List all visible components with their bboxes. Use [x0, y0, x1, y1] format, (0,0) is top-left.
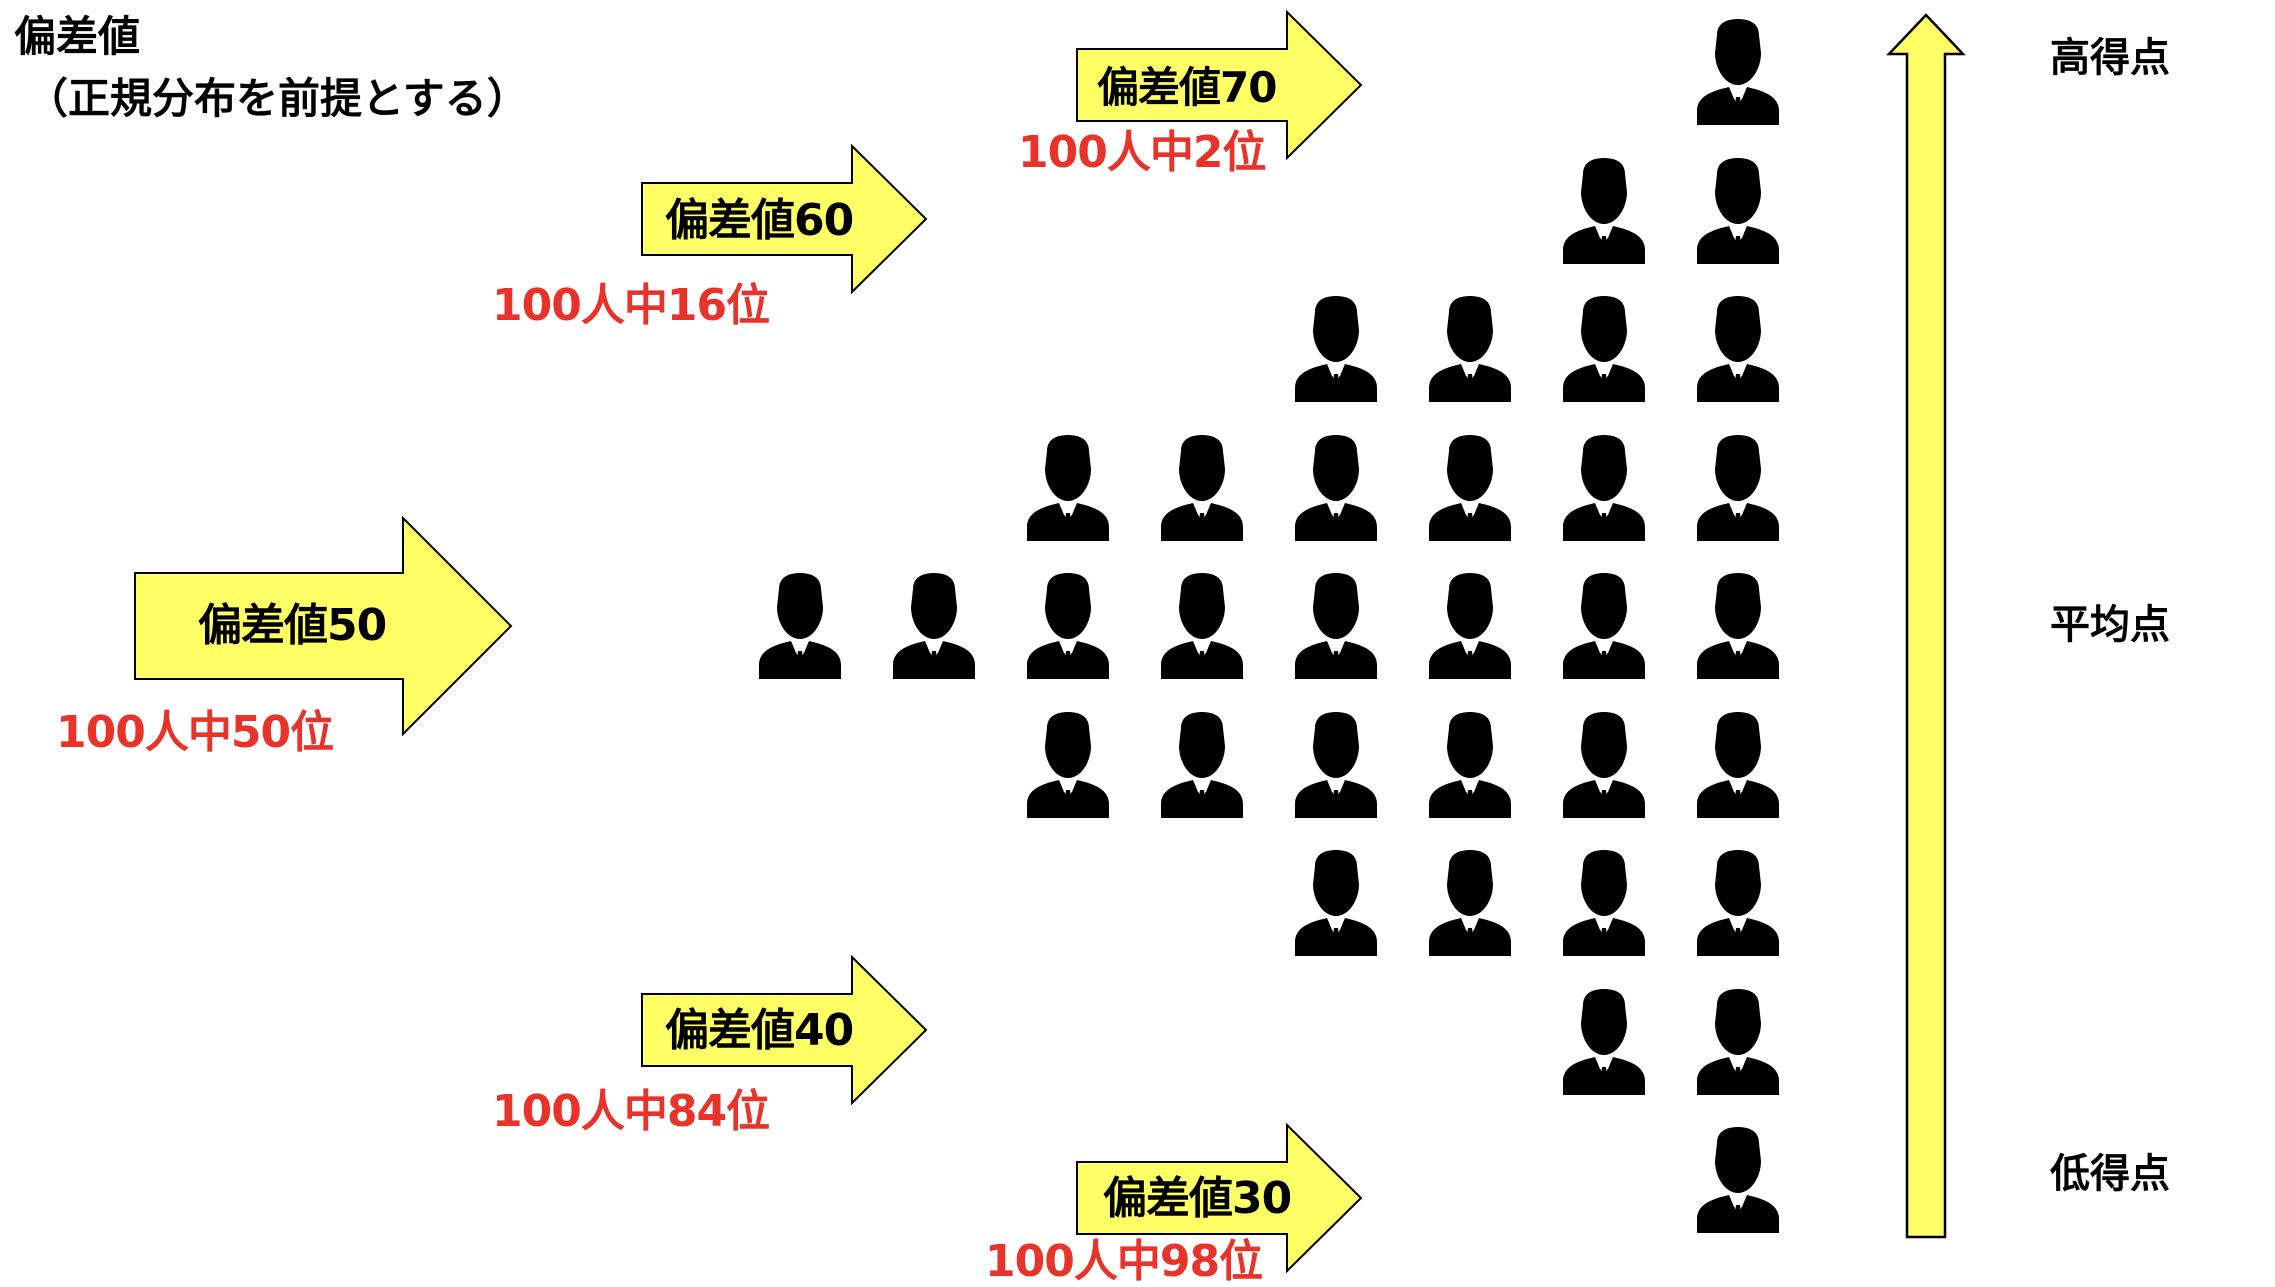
arrow-deviation-70: 偏差値70: [1075, 10, 1365, 160]
deviation-label-70: 偏差値70: [1097, 63, 1277, 112]
person-icon: [1561, 711, 1647, 818]
person-icon: [1293, 850, 1379, 956]
person-icon: [1427, 573, 1513, 679]
rank-label-60: 100人中16位: [492, 280, 770, 331]
person-icon: [1427, 850, 1513, 956]
person-icon: [1561, 850, 1647, 956]
rank-label-50: 100人中50位: [56, 707, 334, 758]
label-mean-score: 平均点: [2050, 602, 2170, 648]
person-icon: [1025, 434, 1111, 541]
person-icon: [1695, 711, 1781, 818]
person-icon: [1695, 850, 1781, 956]
arrow-deviation-60: 偏差値60: [640, 144, 930, 294]
arrow-deviation-30: 偏差値30: [1075, 1123, 1365, 1273]
page-subtitle: （正規分布を前提とする）: [26, 74, 529, 123]
person-icon: [1025, 573, 1111, 679]
person-icon: [1695, 19, 1781, 125]
rank-label-70: 100人中2位: [1018, 127, 1266, 178]
person-icon: [1695, 434, 1781, 541]
person-icon: [1695, 296, 1781, 402]
person-icon: [1159, 573, 1245, 679]
person-icon: [1561, 157, 1647, 264]
label-low-score: 低得点: [2050, 1151, 2170, 1197]
person-icon: [1695, 573, 1781, 679]
deviation-label-30: 偏差値30: [1103, 1173, 1292, 1224]
person-icon: [1561, 296, 1647, 402]
person-icon: [1561, 988, 1647, 1095]
deviation-label-60: 偏差値60: [665, 195, 854, 246]
arrow-deviation-40: 偏差値40: [640, 955, 930, 1105]
arrow-deviation-50: 偏差値50: [133, 516, 515, 736]
person-icon: [1695, 157, 1781, 264]
deviation-label-50: 偏差値50: [198, 600, 387, 651]
person-icon: [1561, 573, 1647, 679]
person-icon: [1293, 296, 1379, 402]
person-icon: [1427, 711, 1513, 818]
person-icon: [1293, 711, 1379, 818]
rank-label-30: 100人中98位: [985, 1236, 1263, 1287]
page-title: 偏差値: [14, 12, 141, 61]
person-icon: [1695, 1127, 1781, 1233]
up-arrow: [1886, 12, 1966, 1246]
rank-label-40: 100人中84位: [492, 1086, 770, 1137]
person-icon: [1293, 434, 1379, 541]
person-icon: [1427, 434, 1513, 541]
deviation-label-40: 偏差値40: [665, 1005, 854, 1056]
person-icon: [891, 573, 977, 679]
person-icon: [1159, 434, 1245, 541]
person-icon: [1561, 434, 1647, 541]
label-high-score: 高得点: [2050, 35, 2170, 81]
person-icon: [1695, 988, 1781, 1095]
person-icon: [1427, 296, 1513, 402]
person-icon: [1025, 711, 1111, 818]
person-icon: [1293, 573, 1379, 679]
person-icon: [1159, 711, 1245, 818]
person-icon: [757, 573, 843, 679]
